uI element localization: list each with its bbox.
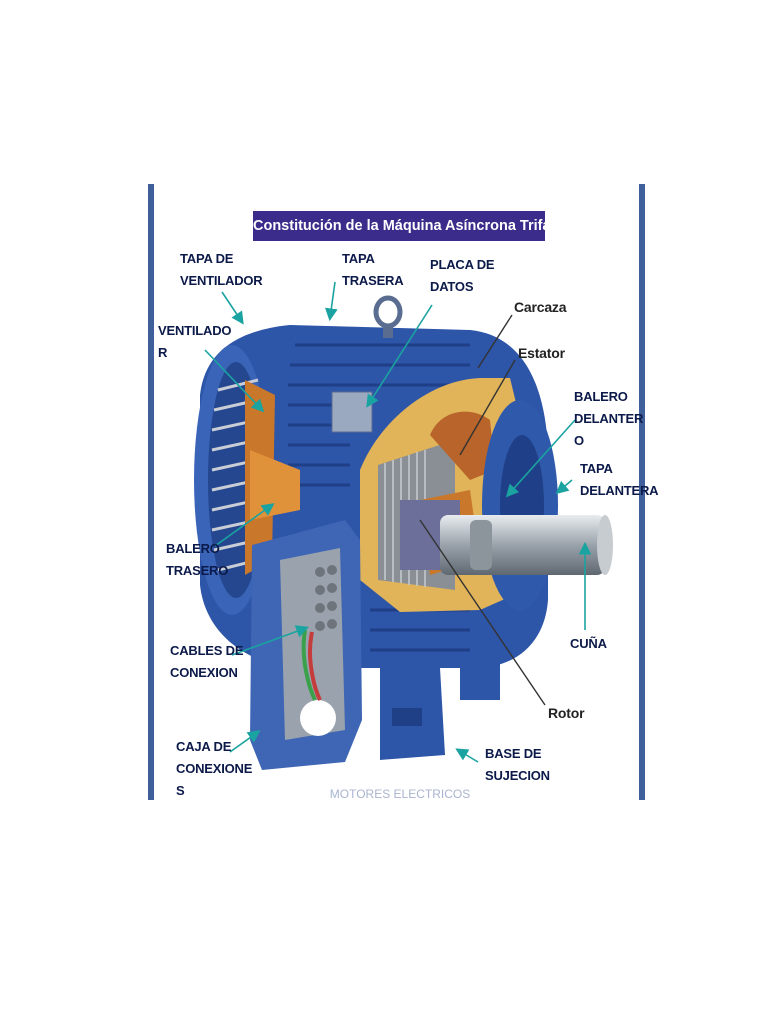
leader-lines-dark: [419, 314, 546, 706]
label-cuna: CUÑA: [570, 636, 607, 651]
fan: [245, 380, 300, 575]
label-caja-conexiones: CAJA DE CONEXIONE S: [176, 739, 253, 798]
diagram-title: Constitución de la Máquina Asíncrona Tri…: [253, 211, 579, 241]
label-base-sujecion: BASE DE SUJECION: [485, 746, 550, 783]
data-plate: [331, 391, 373, 433]
footer-caption: MOTORES ELECTRICOS: [329, 787, 471, 801]
lifting-eye: [373, 295, 403, 338]
label-placa-datos: PLACA DE DATOS: [430, 257, 495, 294]
label-balero-trasero: BALERO TRASERO: [166, 541, 229, 578]
shaft: [440, 515, 613, 575]
label-balero-delantero: BALERO DELANTER O: [574, 389, 644, 448]
label-tapa-trasera: TAPA TRASERA: [342, 251, 404, 288]
label-carcaza: Carcaza: [514, 299, 567, 315]
label-rotor: Rotor: [548, 705, 585, 721]
label-tapa-delantera: TAPA DELANTERA: [580, 461, 659, 498]
terminal-box: [250, 520, 362, 770]
label-tapa-ventilador: TAPA DE VENTILADOR: [180, 251, 263, 288]
label-cables-conexion: CABLES DE CONEXION: [170, 643, 244, 680]
label-ventilador: VENTILADO R: [158, 323, 232, 360]
motor-base: [380, 660, 500, 760]
label-estator: Estator: [518, 345, 565, 361]
leader-arrows: [204, 281, 592, 763]
